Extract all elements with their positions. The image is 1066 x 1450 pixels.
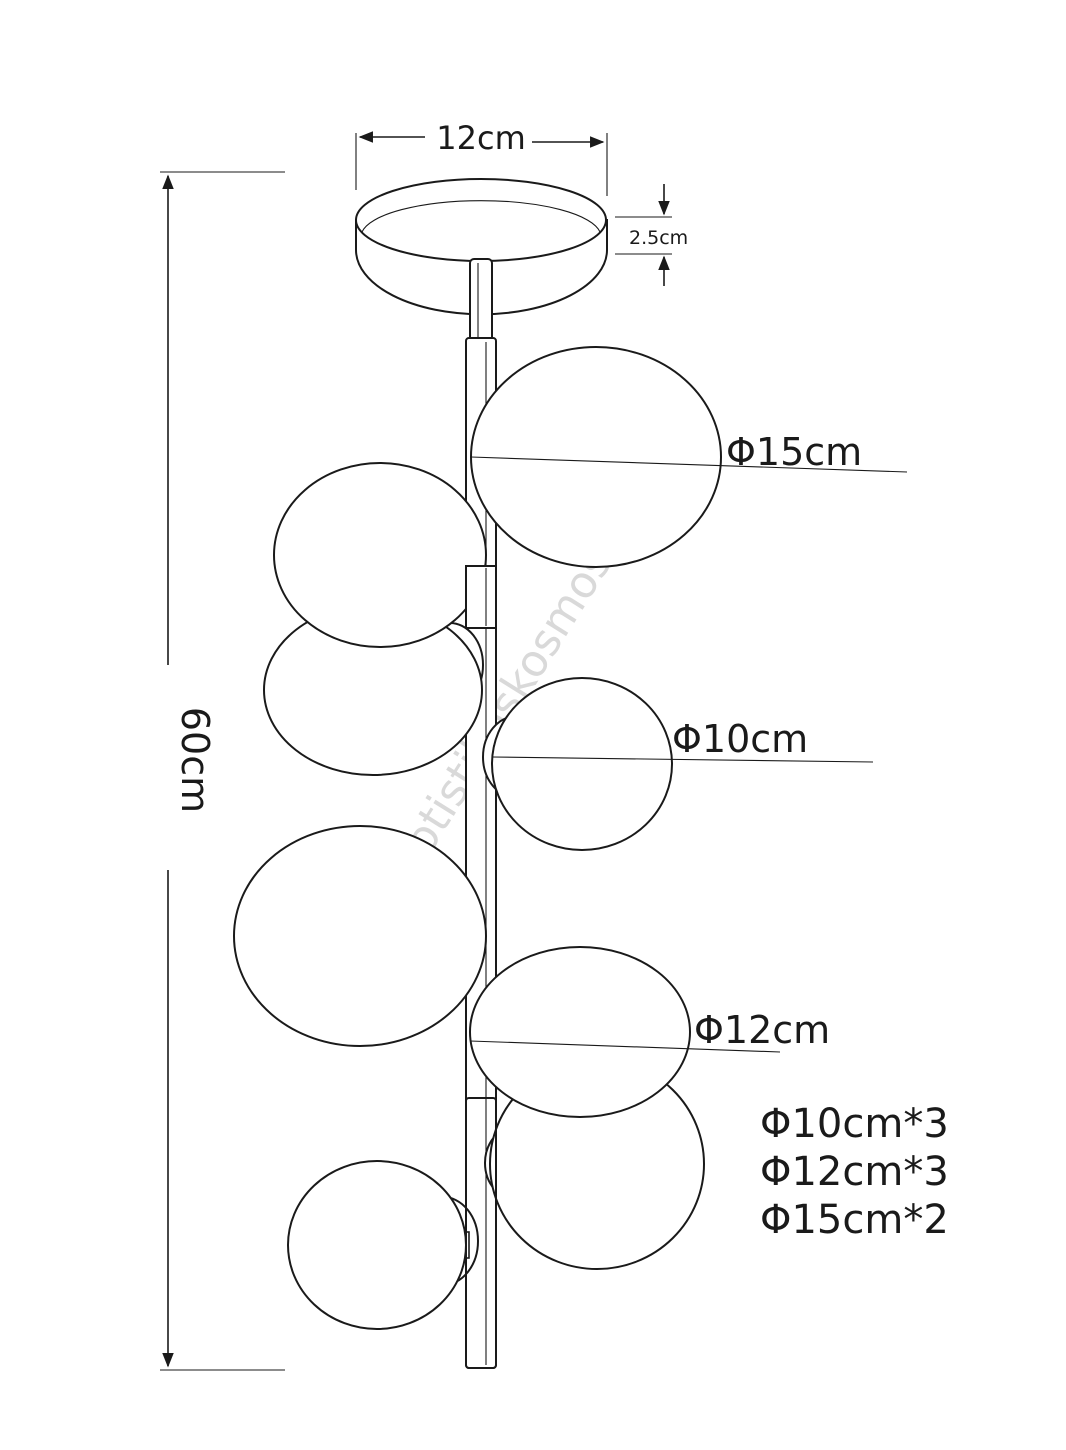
diameter-label-medium: Φ12cm [694,1008,830,1052]
globe-large-top [470,346,722,568]
quantity-line-10cm: Φ10cm*3 [760,1101,949,1147]
diameter-callout-large: Φ15cm [470,430,908,474]
globe-left-middle [233,825,487,1047]
total-height-dimension: 60cm [160,171,285,1371]
quantity-line-15cm: Φ15cm*2 [760,1197,949,1243]
diameter-label-small: Φ10cm [672,717,808,761]
globe-small-middle [491,677,673,851]
globe-quantity-list: Φ10cm*3 Φ12cm*3 Φ15cm*2 [760,1101,949,1243]
diameter-callout-medium: Φ12cm [469,1008,830,1053]
globe-left-bottom [287,1160,467,1330]
canopy-width-dimension: 12cm [355,119,608,196]
globe-left-upper [273,462,487,648]
globes [233,346,722,1330]
quantity-line-12cm: Φ12cm*3 [760,1149,949,1195]
canopy-height-dimension: 2.5cm [615,184,688,286]
canopy-width-label: 12cm [436,119,525,157]
diameter-callout-small: Φ10cm [491,717,874,763]
canopy-height-label: 2.5cm [629,227,688,249]
rod-front-segments [465,565,497,1369]
globe-medium-lower [469,946,691,1118]
total-height-label: 60cm [173,707,217,813]
diameter-label-large: Φ15cm [726,430,862,474]
